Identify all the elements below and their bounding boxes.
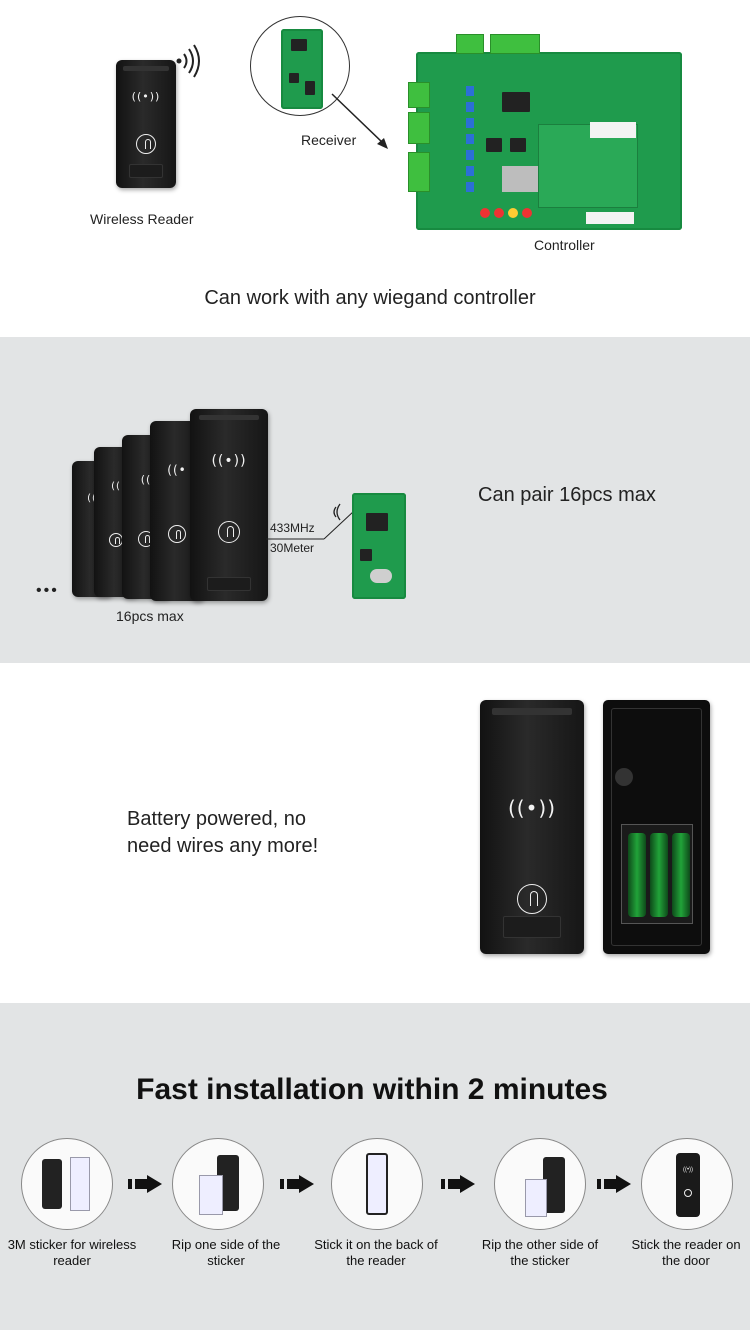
wireless-reader-label: Wireless Reader — [90, 211, 194, 227]
step-1-image — [21, 1138, 113, 1230]
battery-compartment — [621, 824, 693, 924]
battery-caption-line1: Battery powered, no — [127, 808, 306, 830]
link-lines — [266, 510, 355, 540]
reader-stack-5: ((•)) — [190, 409, 268, 601]
step-3-image — [331, 1138, 423, 1230]
finger-touch-icon — [136, 134, 156, 154]
pointer-arrow — [331, 93, 388, 149]
max-count-label: 16pcs max — [116, 608, 184, 624]
receiver-board-image — [352, 493, 406, 599]
finger-touch-icon — [517, 884, 547, 914]
frequency-label: 433MHz — [270, 521, 315, 535]
reader-front-image: ((•)) — [480, 700, 584, 954]
receiver-label: Receiver — [301, 132, 357, 148]
section-wiegand: ((•)) Wireless Reader Receiver — [0, 0, 750, 337]
wiegand-caption: Can work with any wiegand controller — [204, 287, 536, 309]
right-arrow-icon — [128, 1175, 162, 1193]
section-installation: Fast installation within 2 minutes 3M st… — [0, 1003, 750, 1330]
rfid-wave-icon: ((•)) — [507, 796, 556, 820]
finger-touch-icon — [218, 521, 240, 543]
step-2-image — [172, 1138, 264, 1230]
pairing-caption: Can pair 16pcs max — [478, 484, 656, 506]
right-arrow-icon — [441, 1175, 475, 1193]
battery-caption-line2: need wires any more! — [127, 835, 319, 857]
rfid-wave-icon: ((•)) — [131, 90, 161, 103]
section-pairing: (( (( (( ((• ((•)) ••• 16pcs max 433MHz … — [0, 337, 750, 663]
step-4-image — [494, 1138, 586, 1230]
right-arrow-icon — [280, 1175, 314, 1193]
receiver-zoom-circle — [250, 16, 350, 116]
wireless-signal-icon — [176, 44, 200, 78]
rfid-wave-icon: ((•)) — [211, 453, 247, 469]
right-arrow-icon — [597, 1175, 631, 1193]
step-5-image: ((•)) — [641, 1138, 733, 1230]
receiver-board-image — [281, 29, 323, 109]
controller-board-image — [408, 34, 682, 230]
more-readers-ellipsis: ••• — [36, 582, 59, 599]
installation-title: Fast installation within 2 minutes — [136, 1073, 608, 1106]
section-battery: Battery powered, no need wires any more!… — [0, 663, 750, 1003]
wireless-reader-image: ((•)) — [116, 60, 176, 188]
wireless-signal-icon — [333, 503, 341, 521]
controller-label: Controller — [534, 237, 595, 253]
range-label: 30Meter — [270, 541, 315, 555]
reader-back-image — [603, 700, 710, 954]
